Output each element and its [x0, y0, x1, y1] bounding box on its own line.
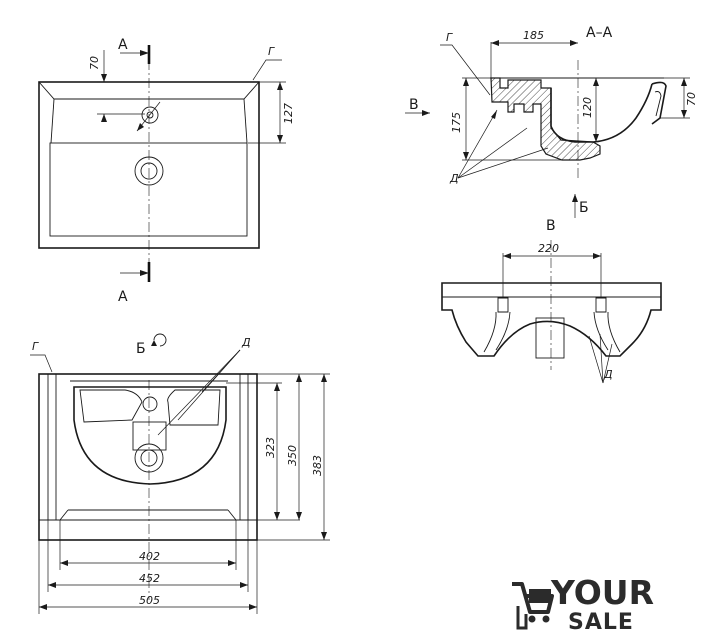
dim-323: 323: [264, 437, 277, 458]
view-v-title: В: [546, 218, 556, 234]
dim-70-side: 70: [685, 92, 698, 106]
dim-185: 185: [523, 29, 544, 42]
mark-d-front: Д: [241, 336, 251, 349]
shopping-cart-hand-icon: [512, 582, 554, 630]
logo-word-top: YOUR: [550, 573, 654, 612]
section-title: А–А: [586, 25, 613, 41]
top-view: А А 70 127 Г: [38, 37, 295, 305]
dim-120: 120: [581, 97, 594, 118]
view-b-title: Б: [136, 341, 146, 357]
mark-d-section: Д: [449, 172, 459, 185]
dim-70-top: 70: [88, 56, 101, 70]
view-b-arrow-label: Б: [579, 200, 589, 216]
section-mark-top: А: [118, 37, 128, 53]
dim-175: 175: [450, 112, 463, 133]
dim-402: 402: [139, 550, 160, 563]
view-b: Б Г Д: [30, 333, 330, 614]
section-a-a: 185 А–А 175 120 70 В Г Д: [405, 25, 698, 218]
dim-452: 452: [139, 572, 160, 585]
dim-220: 220: [538, 242, 559, 255]
mark-g-top: Г: [268, 45, 275, 58]
dim-383: 383: [311, 455, 324, 476]
section-mark-bottom: А: [118, 289, 128, 305]
view-v: В 220 Д: [441, 218, 662, 384]
faucet-hole: [141, 106, 159, 124]
mark-g-section: Г: [446, 31, 453, 44]
dim-127: 127: [282, 103, 295, 124]
mark-d-view-v: Д: [603, 368, 613, 381]
mark-g-front: Г: [32, 340, 39, 353]
view-v-arrow-label: В: [409, 97, 419, 113]
dim-350: 350: [286, 445, 299, 466]
dim-505: 505: [139, 594, 160, 607]
logo-word-bottom: SALE: [568, 610, 634, 635]
brand-logo: YOUR SALE: [512, 573, 654, 635]
